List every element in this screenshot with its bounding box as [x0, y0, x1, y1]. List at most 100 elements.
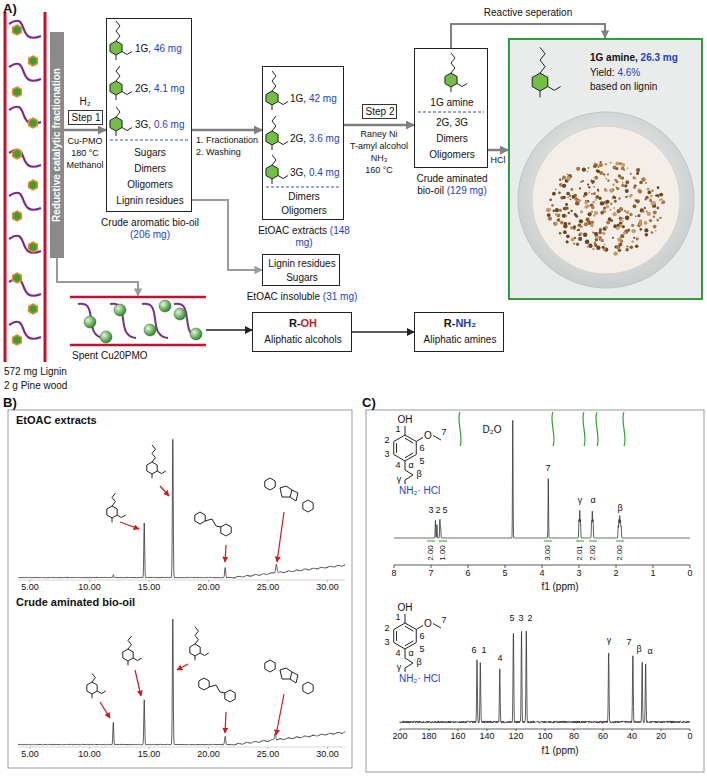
product-powder	[619, 217, 621, 219]
text-part: 0.4 mg	[309, 167, 340, 178]
product-powder	[646, 210, 649, 213]
product-powder	[584, 222, 588, 226]
text-part: R-	[289, 317, 301, 329]
axis-tick	[690, 565, 691, 568]
node-text: Sugars	[286, 272, 318, 284]
annotation-label: 25.00	[257, 750, 280, 760]
pointer-arrow	[100, 702, 110, 718]
methoxy-bond	[278, 102, 288, 105]
product-powder	[568, 212, 570, 214]
catalyst-ball	[84, 316, 96, 328]
annotation-label: 200	[392, 732, 407, 742]
flow-arrow	[192, 200, 262, 270]
product-powder	[587, 183, 589, 185]
annotation-label: 3	[384, 450, 389, 460]
lignin-particle	[13, 211, 22, 221]
product-box: 1G, 46 mg2G, 4.1 mg3G, 0.6 mgSugarsDimer…	[106, 18, 192, 212]
hydroxyl-bond	[272, 145, 273, 150]
side-chain	[405, 461, 413, 484]
side-chain	[116, 21, 120, 41]
methoxy-bond	[97, 691, 106, 694]
axis-tick	[516, 729, 517, 731]
product-powder	[563, 230, 567, 234]
lignin-particle	[13, 25, 22, 35]
annotation-label: D₂O	[483, 424, 502, 435]
annotation-label: 4	[497, 654, 502, 664]
flow-arrow	[206, 329, 252, 331]
product-powder	[618, 248, 622, 252]
text-part: (129 mg)	[447, 185, 487, 196]
methoxy-bond	[133, 658, 142, 661]
product-powder	[562, 175, 566, 179]
product-powder	[605, 226, 608, 229]
product-powder	[639, 223, 642, 226]
furan-ring	[280, 668, 292, 679]
product-powder	[622, 220, 623, 221]
product-powder	[606, 221, 610, 225]
product-powder	[617, 224, 620, 227]
product-powder	[598, 166, 600, 168]
product-powder	[595, 238, 598, 241]
product-powder	[619, 177, 621, 179]
annotation-label: C)	[362, 396, 376, 410]
product-powder	[659, 193, 663, 197]
product-powder	[578, 223, 582, 227]
product-powder	[600, 161, 602, 163]
integral-bar	[576, 541, 584, 542]
product-powder	[635, 215, 636, 216]
side-chain	[451, 53, 455, 73]
hydroxyl-bond	[272, 179, 273, 184]
annotation-label: 5	[419, 645, 424, 655]
product-powder	[569, 195, 571, 197]
catalyst-bed-wall	[70, 344, 206, 347]
product-powder	[633, 204, 637, 208]
hydroxyl-bond	[92, 694, 93, 698]
product-powder	[612, 184, 614, 186]
methoxy-bond	[548, 87, 561, 91]
lignin-fiber	[9, 193, 41, 210]
product-powder	[606, 204, 607, 205]
product-powder	[616, 187, 619, 190]
product-powder	[562, 196, 565, 199]
product-powder	[596, 169, 599, 172]
pointer-arrow	[225, 712, 226, 733]
node-text: 3G, 0.4 mg	[290, 167, 339, 179]
annotation-label: 7	[428, 569, 433, 579]
product-powder	[570, 210, 572, 212]
product-powder	[650, 195, 653, 198]
side-chain	[152, 445, 155, 462]
annotation-label: α	[408, 649, 413, 659]
product-powder	[576, 167, 580, 171]
axis-tick	[268, 747, 269, 749]
node-text: Yield: 4.6%	[590, 67, 640, 79]
node-text: Oligomers	[429, 149, 475, 161]
dashed-divider	[110, 140, 188, 141]
product-powder	[594, 232, 598, 236]
product-box: 1G, 42 mg2G, 3.6 mg3G, 0.4 mgDimersOligo…	[262, 66, 344, 220]
annotation-label: 10.00	[78, 583, 101, 593]
product-powder	[599, 227, 603, 231]
hydroxyl-bond	[152, 474, 153, 478]
product-powder	[618, 243, 622, 247]
benzene-ring	[221, 524, 231, 536]
methoxy-bond	[122, 92, 132, 95]
annotation-label: Raney Ni	[360, 130, 397, 140]
product-powder	[636, 168, 640, 172]
annotation-label: 5	[419, 457, 424, 467]
benzene-ring	[394, 435, 417, 461]
product-powder	[636, 237, 639, 240]
product-powder	[616, 180, 619, 183]
annotation-label: β	[617, 504, 622, 514]
node-text: 2G, 3.6 mg	[290, 133, 339, 145]
product-powder	[612, 196, 615, 199]
node-text: 3G, 0.6 mg	[135, 119, 184, 131]
product-powder	[555, 188, 557, 190]
lignin-particle	[13, 87, 22, 97]
product-powder	[599, 239, 601, 241]
product-powder	[576, 243, 579, 246]
benzene-ring	[107, 506, 117, 518]
product-powder	[582, 168, 586, 172]
text-part: 1G amine,	[590, 52, 641, 63]
hydroxyl-bond	[116, 55, 117, 60]
side-chain	[540, 47, 545, 73]
